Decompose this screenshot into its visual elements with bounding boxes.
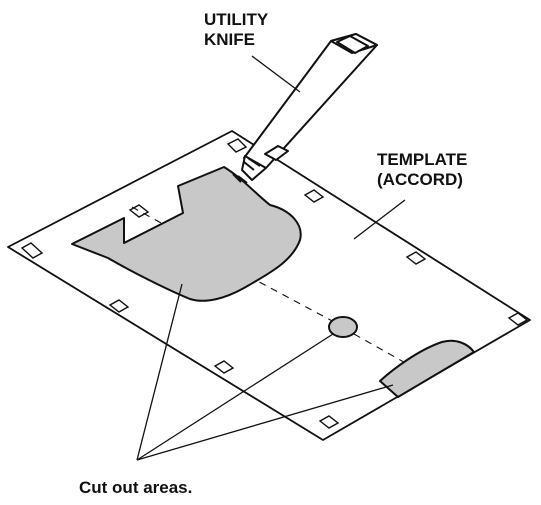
mark-top-corner — [226, 138, 248, 153]
mark-right-corner — [507, 312, 529, 326]
template-label: TEMPLATE (ACCORD) — [377, 150, 467, 190]
cutout-area-right — [379, 339, 475, 398]
knife-handle — [243, 33, 378, 169]
guide-middle — [247, 275, 337, 324]
utility-knife-label-line-2: KNIFE — [204, 30, 255, 49]
leader-cutout-center — [136, 333, 334, 461]
mark-bottom-left-a — [108, 299, 130, 313]
utility-knife — [232, 33, 378, 184]
cutout-area-large — [71, 166, 302, 302]
leader-lines — [136, 55, 406, 461]
cutout-area-center-hole — [328, 316, 358, 338]
mark-left-corner — [20, 242, 44, 259]
leader-cutout-right — [136, 384, 394, 461]
template-label-line-1: TEMPLATE — [377, 150, 468, 169]
leader-cutout-large — [136, 283, 183, 461]
registration-marks — [20, 138, 529, 429]
utility-knife-label-line-1: UTILITY — [204, 10, 269, 29]
template-label-line-2: (ACCORD) — [377, 170, 463, 189]
cut-out-areas-label: Cut out areas. — [79, 478, 193, 497]
knife-slider — [264, 145, 289, 161]
utility-knife-label: UTILITY KNIFE — [204, 10, 268, 50]
knife-blade — [241, 155, 267, 181]
center-guides — [131, 206, 419, 371]
mark-right-upper — [405, 251, 427, 265]
knife-blade-line-1 — [243, 161, 255, 171]
knife-tip-mark — [237, 175, 248, 184]
leader-template — [353, 199, 406, 240]
knife-grip — [336, 35, 369, 54]
knife-blade-line-2 — [247, 157, 261, 167]
mark-bottom-corner — [318, 415, 340, 429]
knife-edge-mark — [232, 173, 242, 183]
leader-knife — [251, 55, 301, 93]
mark-top-right-edge — [303, 189, 325, 203]
mark-bottom-left-b — [213, 360, 235, 374]
